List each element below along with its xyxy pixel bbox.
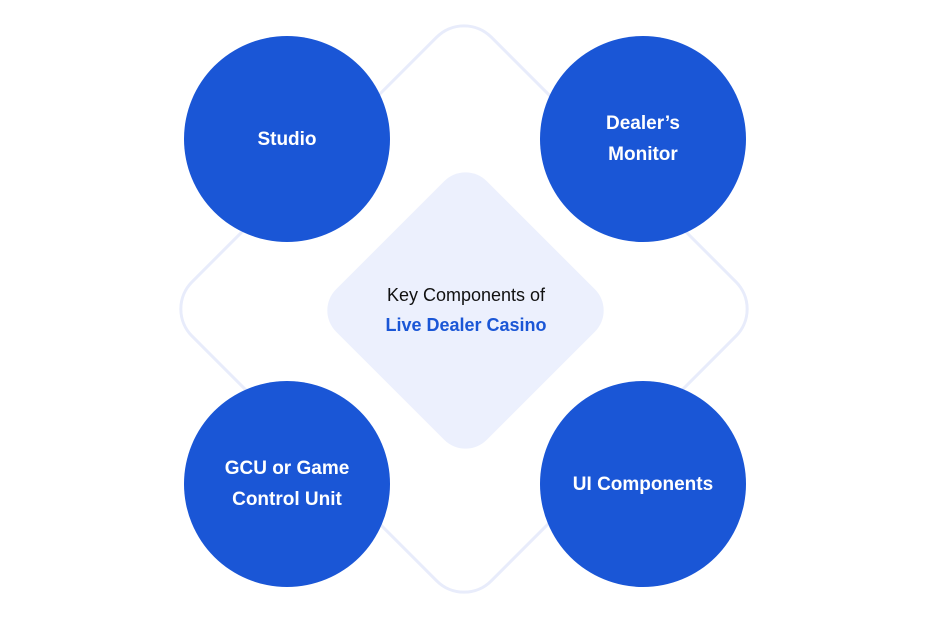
component-label: Control Unit	[232, 489, 342, 510]
component-label: Monitor	[608, 144, 678, 165]
center-title: Key Components of Live Dealer Casino	[315, 280, 617, 340]
component-ui-components: UI Components	[540, 381, 746, 587]
center-title-line1: Key Components of	[386, 285, 546, 305]
component-studio: Studio	[184, 36, 390, 242]
component-label: UI Components	[572, 473, 714, 495]
center-title-line2: Live Dealer Casino	[385, 315, 547, 335]
component-label: GCU or Game	[224, 458, 350, 479]
component-label: Studio	[257, 128, 317, 150]
component-label: Dealer’s	[606, 113, 680, 134]
